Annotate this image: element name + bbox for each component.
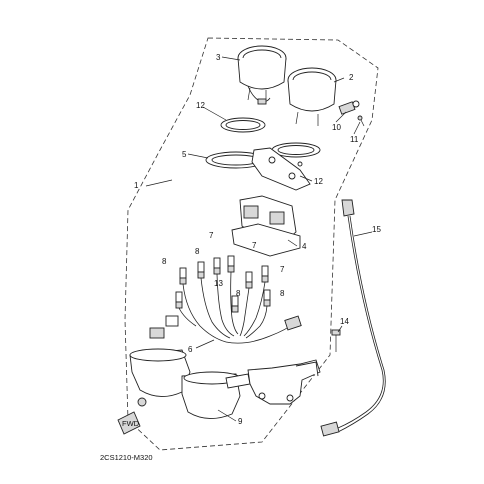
mounting-stay-part[interactable] bbox=[247, 359, 321, 405]
bolt-14-part[interactable] bbox=[331, 329, 341, 352]
callout-7a: 7 bbox=[209, 231, 214, 240]
callout-3: 3 bbox=[216, 53, 221, 62]
bulb-socket[interactable] bbox=[197, 261, 205, 279]
bulb-sockets-group bbox=[175, 255, 271, 313]
meter-cover-part[interactable] bbox=[205, 151, 267, 169]
screw-11-part[interactable] bbox=[357, 115, 365, 127]
fwd-label: FWD bbox=[122, 419, 140, 428]
callout-14: 14 bbox=[340, 317, 349, 326]
lower-housing-part[interactable] bbox=[129, 348, 251, 419]
callout-7c: 7 bbox=[280, 265, 285, 274]
callout-10: 10 bbox=[332, 123, 341, 132]
wire-harness-part[interactable] bbox=[149, 271, 302, 344]
meter-bracket-part[interactable] bbox=[251, 147, 311, 191]
meter-left-part[interactable] bbox=[237, 45, 287, 105]
speedometer-cable-part[interactable] bbox=[320, 199, 386, 437]
assembly-boundary bbox=[124, 37, 379, 451]
callout-6: 6 bbox=[188, 345, 193, 354]
callout-7b: 7 bbox=[252, 241, 257, 250]
callout-4: 4 bbox=[302, 242, 307, 251]
bulb-socket[interactable] bbox=[263, 289, 271, 307]
bulb-socket[interactable] bbox=[231, 295, 239, 313]
callout-8b: 8 bbox=[195, 247, 200, 256]
connector-housing-part[interactable] bbox=[231, 195, 301, 257]
callout-labels: 1 2 3 4 5 6 7 7 7 8 8 8 8 9 10 11 12 12 … bbox=[134, 53, 381, 426]
bulb-socket[interactable] bbox=[175, 291, 183, 309]
bulb-socket[interactable] bbox=[261, 265, 269, 283]
callout-12a: 12 bbox=[196, 101, 205, 110]
leader-lines bbox=[145, 56, 373, 422]
bulb-socket[interactable] bbox=[227, 255, 235, 273]
bulb-socket[interactable] bbox=[213, 257, 221, 275]
grommet-part[interactable] bbox=[137, 397, 147, 407]
callout-1: 1 bbox=[134, 181, 139, 190]
fwd-arrow-mark: FWD bbox=[117, 411, 141, 435]
bulb-socket[interactable] bbox=[245, 271, 253, 289]
callout-9: 9 bbox=[238, 417, 243, 426]
callout-8d: 8 bbox=[280, 289, 285, 298]
reset-knob-part[interactable] bbox=[338, 100, 360, 115]
callout-5: 5 bbox=[182, 150, 187, 159]
diagram-code: 2CS1210-M320 bbox=[100, 453, 153, 462]
callout-13: 13 bbox=[214, 279, 223, 288]
callout-15: 15 bbox=[372, 225, 381, 234]
callout-12b: 12 bbox=[314, 177, 323, 186]
callout-2: 2 bbox=[349, 73, 354, 82]
callout-8a: 8 bbox=[162, 257, 167, 266]
meter-right-part[interactable] bbox=[287, 67, 337, 126]
gasket-ring-upper-part[interactable] bbox=[220, 117, 266, 133]
bulb-socket[interactable] bbox=[179, 267, 187, 285]
callout-8c: 8 bbox=[236, 289, 241, 298]
callout-11: 11 bbox=[350, 135, 359, 144]
